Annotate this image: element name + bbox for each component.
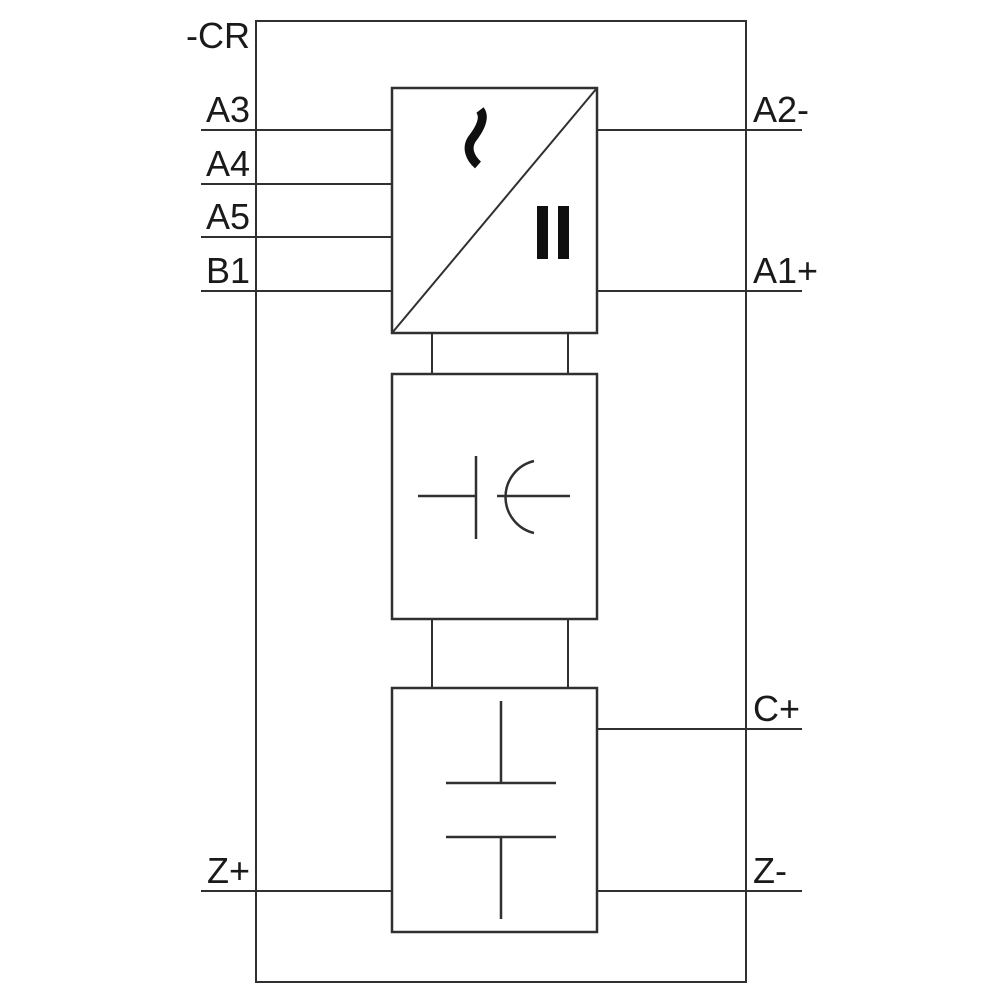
terminal-label-a3: A3	[205, 89, 250, 130]
terminal-label-a5: A5	[205, 196, 250, 237]
terminal-label-z-plus: Z+	[206, 850, 250, 891]
capacitor-icon	[446, 701, 556, 919]
converter-diagonal	[391, 87, 598, 334]
terminal-label-c-plus: C+	[753, 688, 801, 729]
device-boundary	[255, 20, 747, 983]
terminal-label-z-minus: Z-	[753, 850, 787, 891]
dc-link-block	[390, 372, 599, 621]
terminal-label-b1: B1	[205, 250, 250, 291]
terminal-label-a4: A4	[205, 143, 250, 184]
polarized-capacitor-icon	[418, 456, 570, 539]
terminal-label-a2-minus: A2-	[753, 89, 810, 130]
terminal-label-a1-plus: A1+	[753, 250, 819, 291]
device-reference-label: -CR	[186, 15, 250, 56]
dc-bars-icon	[537, 206, 569, 259]
capacitor-block	[390, 686, 599, 934]
converter-block	[390, 86, 599, 335]
ac-waveform-icon	[464, 107, 487, 169]
